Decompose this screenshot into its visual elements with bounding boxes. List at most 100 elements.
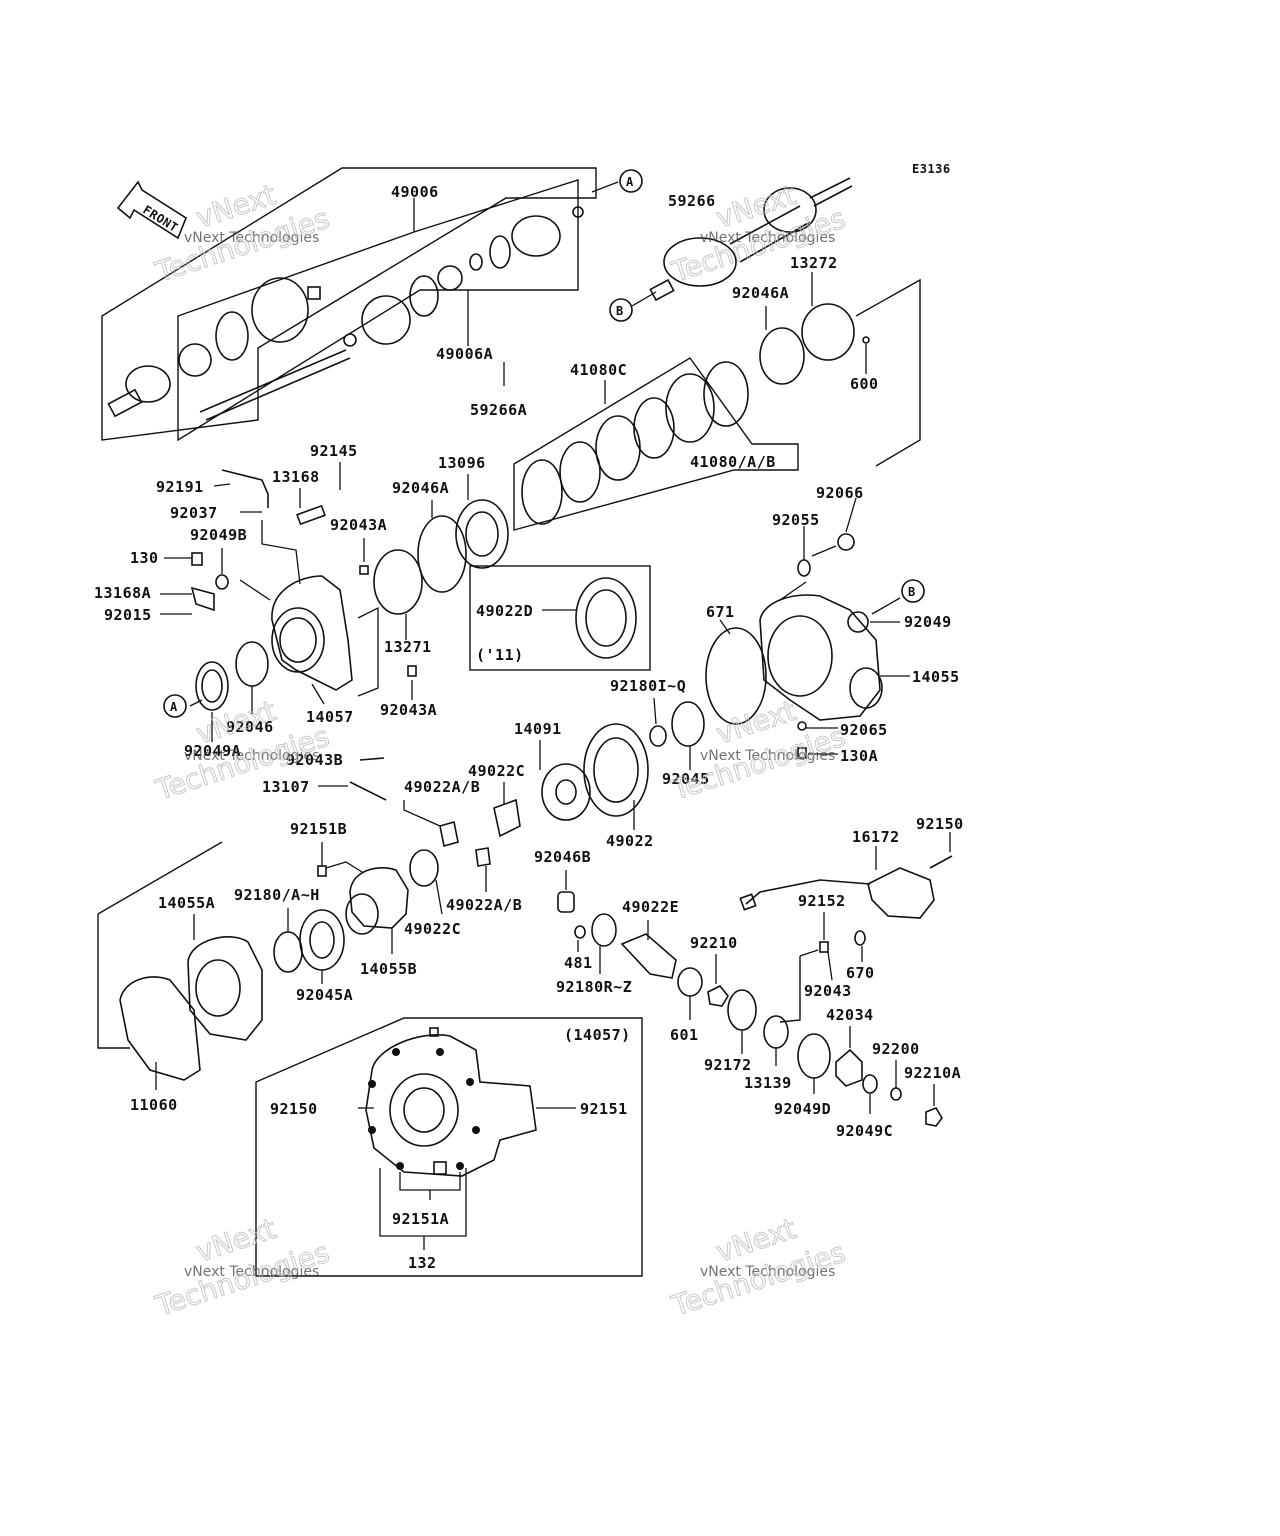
callout-14057-assembly: (14057) (564, 1026, 631, 1044)
callout-92046B: 92046B (534, 848, 591, 866)
svg-text:vNext Technologies: vNext Technologies (184, 1264, 319, 1280)
part-42034 (835, 1048, 863, 1087)
part-92046A-mid (417, 515, 467, 593)
drive-shaft-group (101, 167, 619, 442)
callout-59266A: 59266A (470, 401, 527, 419)
svg-text:B: B (908, 585, 916, 599)
callout-92191: 92191 (156, 478, 204, 496)
part-92049D (797, 1033, 831, 1079)
callout-16172: 16172 (852, 828, 900, 846)
callout-92180R-Z: 92180R~Z (556, 978, 632, 996)
front-case-left (189, 575, 353, 742)
callout-130: 130 (130, 549, 159, 567)
callout-92049D: 92049D (774, 1100, 831, 1118)
part-49022-ring-gear (583, 723, 649, 817)
callout-41080-A-B: 41080/A/B (690, 453, 776, 471)
callout-49022A-B-top: 49022A/B (404, 778, 480, 796)
sensor-assembly (739, 832, 953, 919)
callout-92151A: 92151A (392, 1210, 449, 1228)
part-13272 (801, 303, 855, 361)
callout-92046: 92046 (226, 718, 274, 736)
svg-text:vNext Technologies: vNext Technologies (184, 748, 319, 764)
callout-92055: 92055 (772, 511, 820, 529)
callout-92043A-bot: 92043A (380, 701, 437, 719)
clutch-pack-group (513, 357, 799, 531)
callout-92045: 92045 (662, 770, 710, 788)
callout-13096: 13096 (438, 454, 486, 472)
callout-92043: 92043 (804, 982, 852, 1000)
callout-42034: 42034 (826, 1006, 874, 1024)
part-14091 (541, 763, 591, 821)
part-92045A (299, 909, 345, 971)
diagram-code-label: E3136 (912, 162, 951, 176)
callout-92037: 92037 (170, 504, 218, 522)
callout-11-model-year: ('11) (476, 646, 524, 664)
callout-130A: 130A (840, 747, 878, 765)
callout-92172: 92172 (704, 1056, 752, 1074)
part-92046A-top (759, 327, 805, 385)
callout-92151B: 92151B (290, 820, 347, 838)
callout-92180I-Q: 92180I~Q (610, 677, 686, 695)
callout-14055B: 14055B (360, 960, 417, 978)
marker-b-right: B (901, 579, 925, 603)
callout-670: 670 (846, 964, 875, 982)
svg-text:vNext Technologies: vNext Technologies (700, 230, 835, 246)
callout-481: 481 (564, 954, 593, 972)
callout-13168: 13168 (272, 468, 320, 486)
svg-text:A: A (626, 175, 634, 189)
part-601 (677, 967, 703, 997)
callout-14055A: 14055A (158, 894, 215, 912)
watermark-6: vNext Technologies vNext Technologies (667, 1211, 850, 1323)
part-13139 (763, 1015, 789, 1049)
callout-92210: 92210 (690, 934, 738, 952)
callout-11060: 11060 (130, 1096, 178, 1114)
svg-text:A: A (170, 700, 178, 714)
callout-59266: 59266 (668, 192, 716, 210)
marker-a-top: A (619, 169, 643, 193)
front-arrow-icon: FRONT (116, 180, 187, 240)
callout-49022D: 49022D (476, 602, 533, 620)
part-14055B (349, 867, 409, 929)
assembled-view-box (255, 1017, 643, 1277)
watermark-5: vNext Technologies vNext Technologies (151, 1211, 334, 1323)
callout-92152: 92152 (798, 892, 846, 910)
callout-92049B: 92049B (190, 526, 247, 544)
marker-b-top: B (609, 298, 633, 322)
callout-49022: 49022 (606, 832, 654, 850)
svg-text:vNext Technologies: vNext Technologies (700, 1264, 835, 1280)
callout-14091: 14091 (514, 720, 562, 738)
callout-49022E: 49022E (622, 898, 679, 916)
callout-49006A: 49006A (436, 345, 493, 363)
callout-92046A-top: 92046A (732, 284, 789, 302)
callout-132: 132 (408, 1254, 437, 1272)
watermark-4: vNext Technologies vNext Technologies (667, 693, 850, 807)
part-49022E-pinion (620, 933, 677, 979)
callout-13139: 13139 (744, 1074, 792, 1092)
callout-671: 671 (706, 603, 735, 621)
marker-a-left: A (163, 694, 187, 718)
svg-text:vNext Technologies: vNext Technologies (184, 230, 319, 246)
callout-13168A: 13168A (94, 584, 151, 602)
part-13271 (373, 549, 423, 615)
callout-49022A-B-bot: 49022A/B (446, 896, 522, 914)
callout-92015: 92015 (104, 606, 152, 624)
callout-92180-A-H: 92180/A~H (234, 886, 320, 904)
callout-92043B: 92043B (286, 751, 343, 769)
callout-49022C-bot: 49022C (404, 920, 461, 938)
callout-92049: 92049 (904, 613, 952, 631)
callout-49022C-top: 49022C (468, 762, 525, 780)
rear-case-right (705, 497, 910, 759)
part-92172 (727, 989, 757, 1031)
callout-92145: 92145 (310, 442, 358, 460)
callout-92150-assembly: 92150 (270, 1100, 318, 1118)
callout-41080C: 41080C (570, 361, 627, 379)
ring-gear-box (469, 565, 651, 671)
callout-92210A: 92210A (904, 1064, 961, 1082)
callout-92066: 92066 (816, 484, 864, 502)
callout-600: 600 (850, 375, 879, 393)
callout-92046A-mid: 92046A (392, 479, 449, 497)
callout-601: 601 (670, 1026, 699, 1044)
part-14055A (187, 936, 263, 1041)
